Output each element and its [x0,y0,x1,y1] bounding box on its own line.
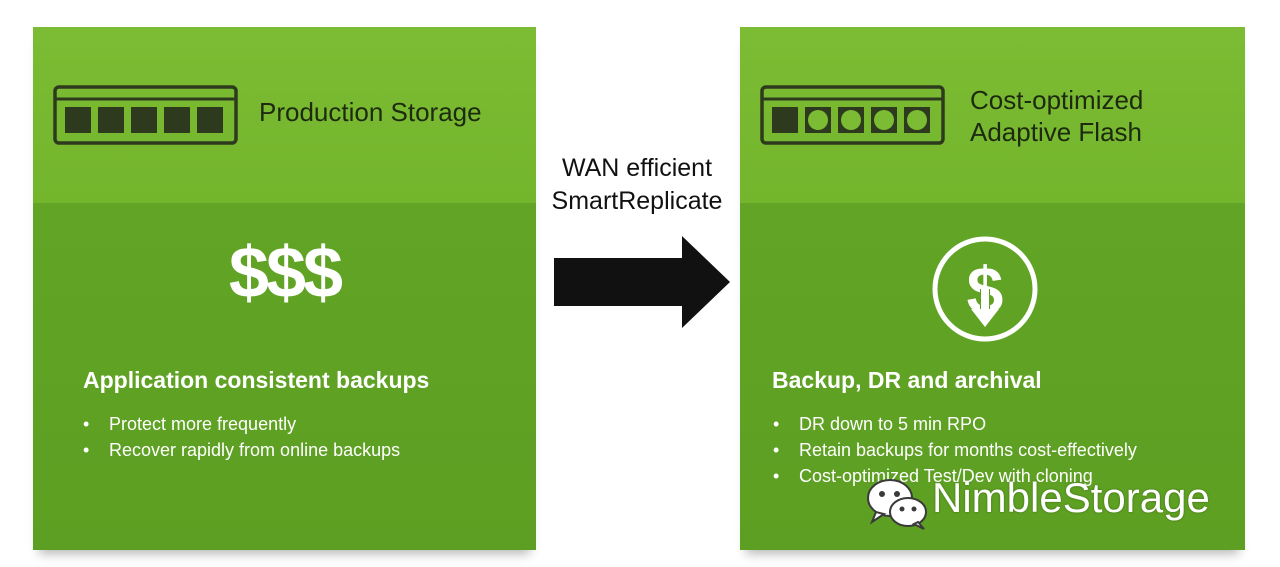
dollar-down-arrow-icon: $ [931,235,1039,343]
bullet-dot: • [773,466,780,486]
connector-label: WAN efficient SmartReplicate [537,152,737,217]
bullet-list: • Protect more frequently • Recover rapidl… [83,411,400,463]
list-item-text: DR down to 5 min RPO [799,414,987,434]
panel-body [740,203,1245,550]
production-storage-title: Production Storage [259,97,482,127]
bullet-dot: • [83,440,90,460]
adaptive-flash-title: Cost-optimized Adaptive Flash [970,85,1143,148]
panel-header: Production Storage [33,27,536,203]
list-item: • DR down to 5 min RPO [773,411,1137,437]
list-item-text: Protect more frequently [109,414,297,434]
bullet-dot: • [83,414,90,434]
list-item-text: Retain backups for months cost-effective… [799,440,1137,460]
list-item: • Cost-optimized Test/Dev with cloning [773,463,1137,489]
panel-body [33,203,536,550]
connector-label-line: WAN efficient [561,154,713,182]
watermark-text: NimbleStorage [932,474,1210,521]
title-line: Cost-optimized [970,85,1144,115]
storage-drive-icon [53,85,238,145]
production-storage-panel: Production Storage $$$ Application consi… [33,27,536,550]
connector-label-line: SmartReplicate [551,186,723,215]
list-item: • Recover rapidly from online backups [83,437,400,463]
bullet-dot: • [773,414,780,434]
right-arrow-icon [554,236,730,328]
wechat-icon [864,476,930,530]
list-item: • Retain backups for months cost-effectiv… [773,437,1137,463]
list-item: • Protect more frequently [83,411,400,437]
title-line: Adaptive Flash [970,116,1142,147]
adaptive-flash-panel: Cost-optimized Adaptive Flash $ Backup, … [740,27,1245,550]
panel-header: Cost-optimized Adaptive Flash [740,27,1245,203]
list-item-text: Cost-optimized Test/Dev with cloning [799,466,1093,486]
dollar-signs-icon: $$$ [228,233,343,313]
section-heading: Application consistent backups [83,367,430,393]
bullet-dot: • [773,440,780,460]
flash-storage-drive-icon [760,85,945,145]
watermark: NimbleStorage [864,472,1244,532]
list-item-text: Recover rapidly from online backups [109,440,401,460]
bullet-list: • DR down to 5 min RPO • Retain backups fo… [773,411,1137,489]
section-heading: Backup, DR and archival [772,367,1042,393]
